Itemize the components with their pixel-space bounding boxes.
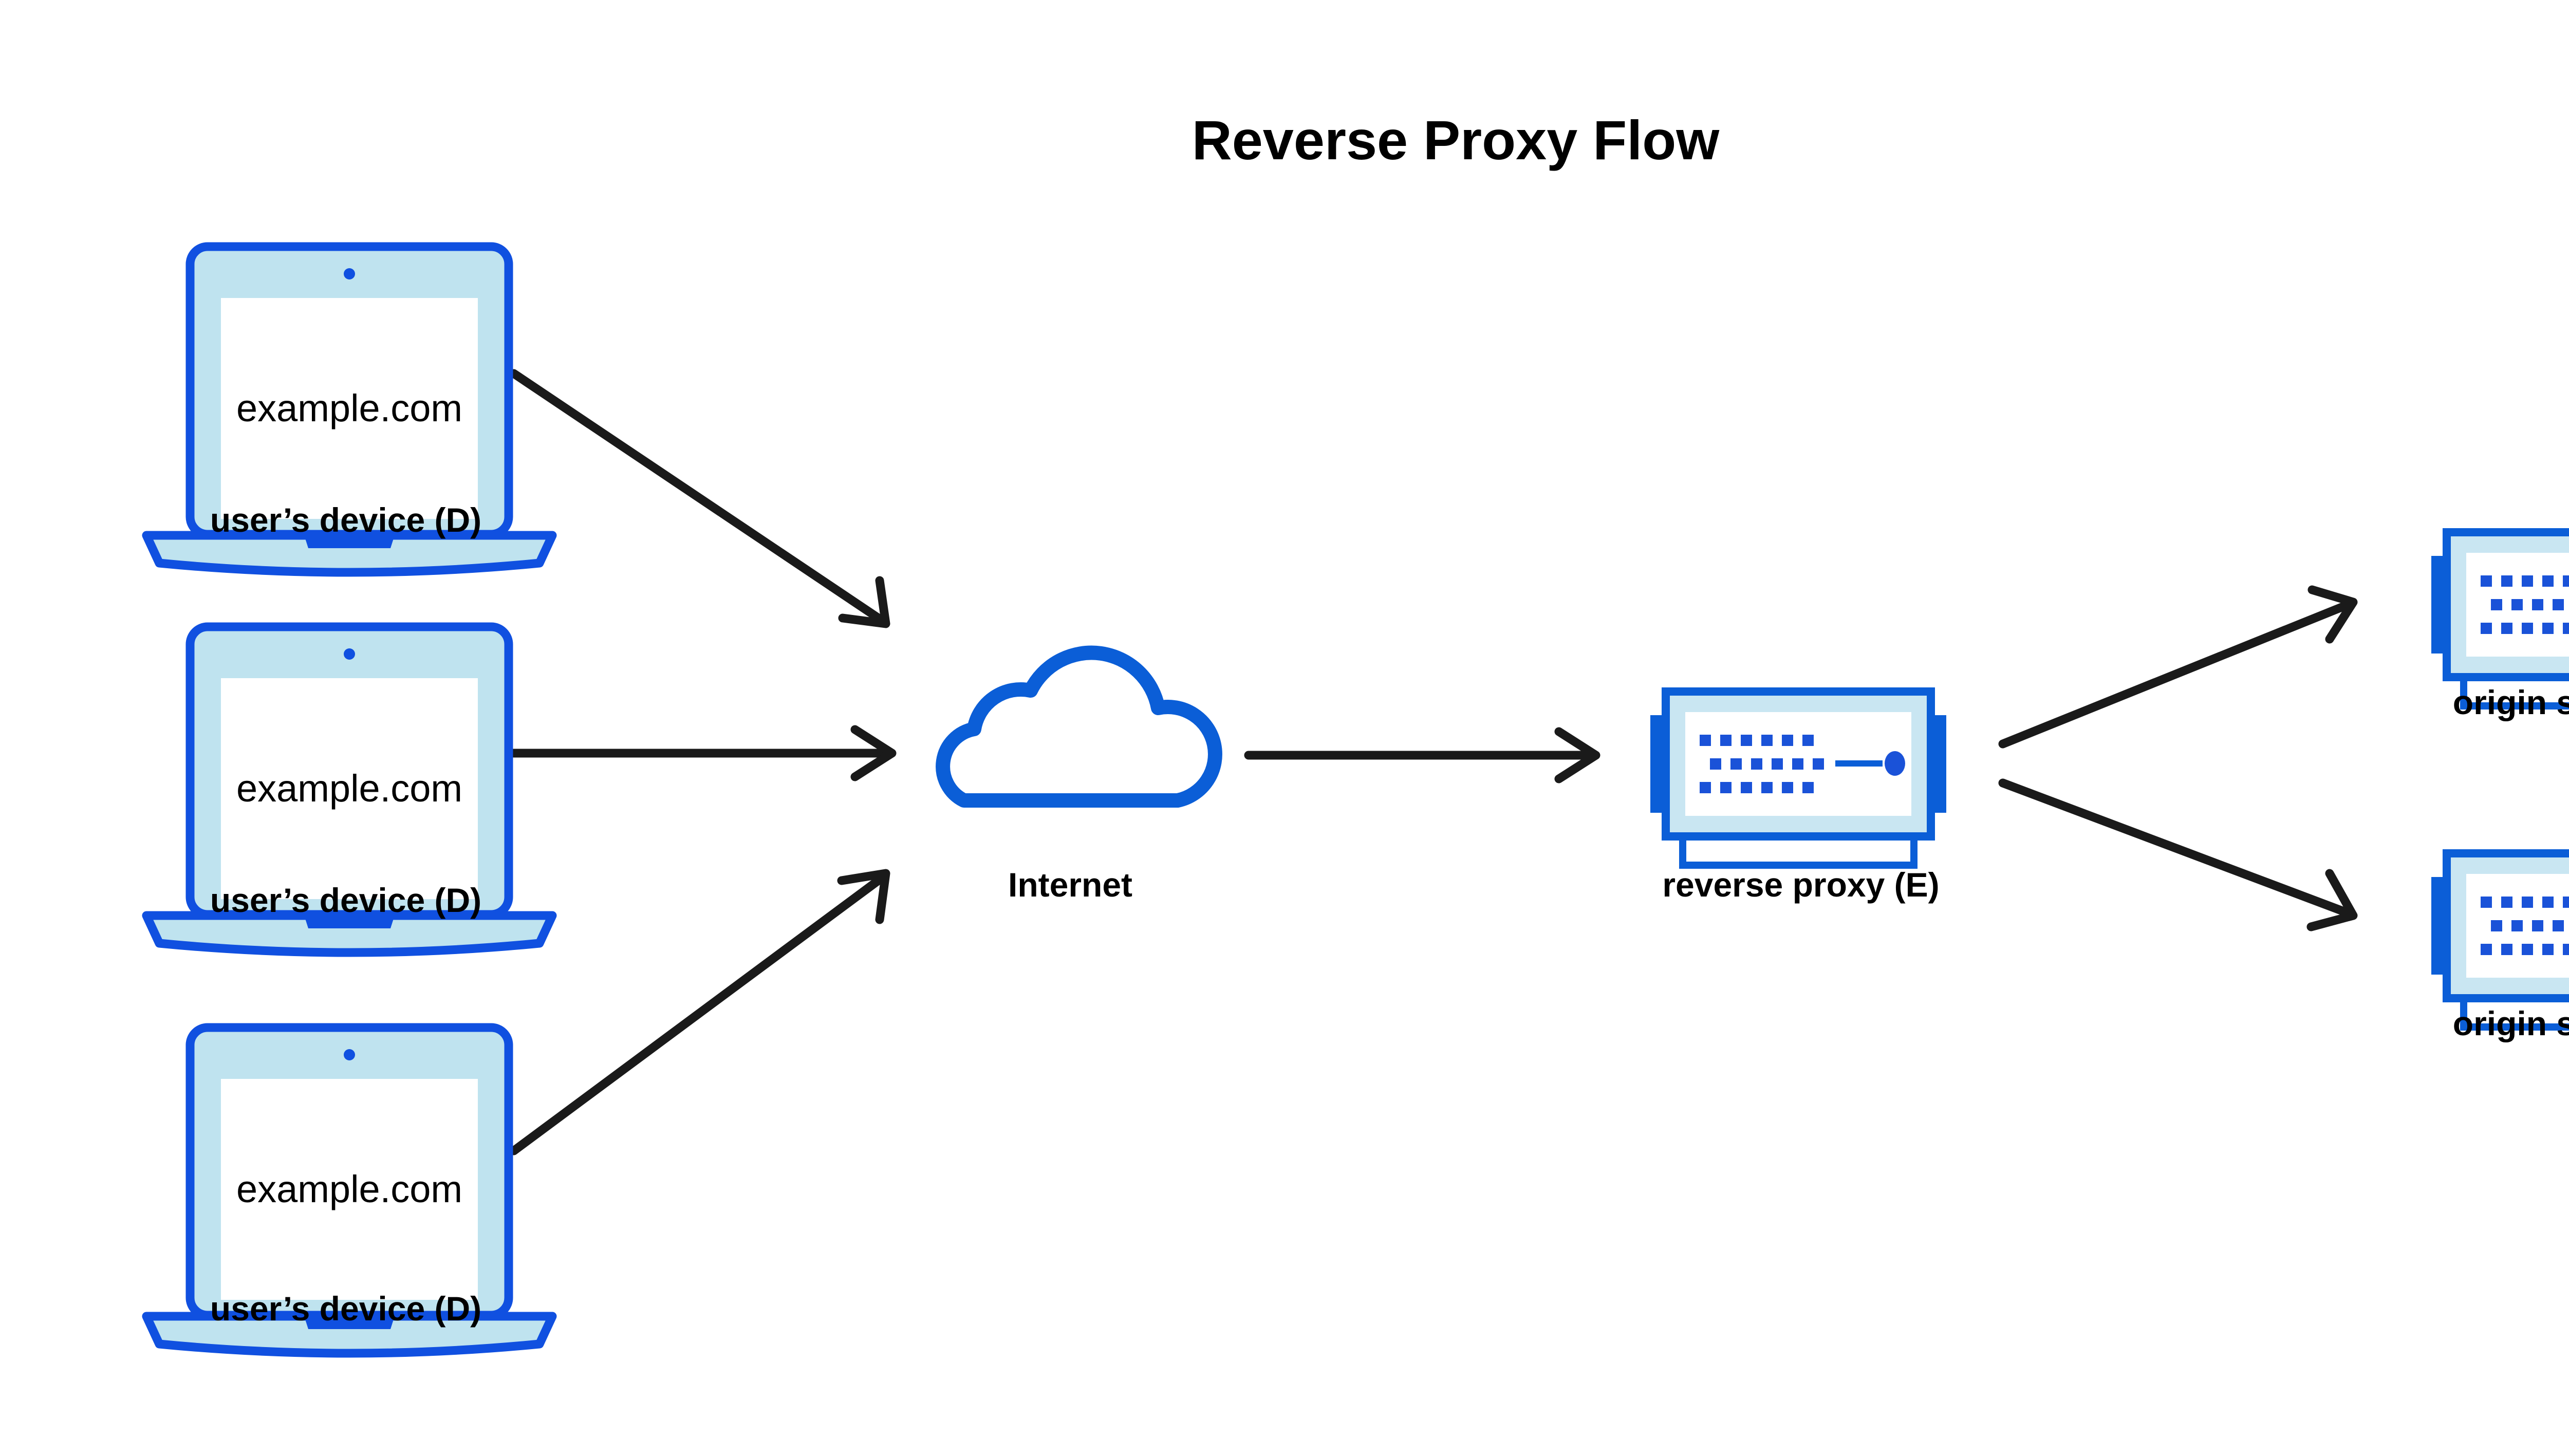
node-origin-server-2[interactable] (2431, 853, 2569, 1027)
internet-label: Internet (1008, 866, 1132, 904)
node-user-device-2[interactable]: example.com (146, 627, 552, 953)
node-reverse-proxy[interactable] (1650, 692, 1946, 865)
reverse-proxy-label: reverse proxy (E) (1662, 866, 1939, 904)
edge-proxy-to-origin1 (1998, 585, 2358, 749)
device-3-screen-text: example.com (236, 1168, 462, 1210)
cloud-icon (943, 653, 1215, 800)
node-origin-server-1[interactable] (2431, 532, 2569, 706)
origin-server-1-label: origin server (F) (2453, 683, 2569, 721)
server-icon (2431, 532, 2569, 706)
node-internet[interactable] (943, 653, 1215, 800)
edge-device1-to-internet (509, 369, 890, 628)
device-2-screen-text: example.com (236, 767, 462, 810)
device-2-label: user’s device (D) (210, 881, 481, 919)
page-title: Reverse Proxy Flow (1192, 109, 1720, 171)
edge-arrows (509, 369, 2358, 1155)
server-icon (2431, 853, 2569, 1027)
device-1-screen-text: example.com (236, 387, 462, 430)
node-user-device-3[interactable]: example.com (146, 1028, 552, 1353)
edge-device2-to-internet (509, 725, 897, 781)
origin-server-2-label: origin server (F) (2453, 1004, 2569, 1042)
device-3-label: user’s device (D) (210, 1290, 481, 1328)
device-1-label: user’s device (D) (210, 501, 481, 539)
server-icon (1650, 692, 1946, 865)
edge-internet-to-proxy (1244, 727, 1600, 783)
edge-proxy-to-origin2 (1998, 778, 2358, 931)
node-user-device-1[interactable]: example.com (146, 247, 552, 572)
edge-device3-to-internet (509, 869, 890, 1155)
